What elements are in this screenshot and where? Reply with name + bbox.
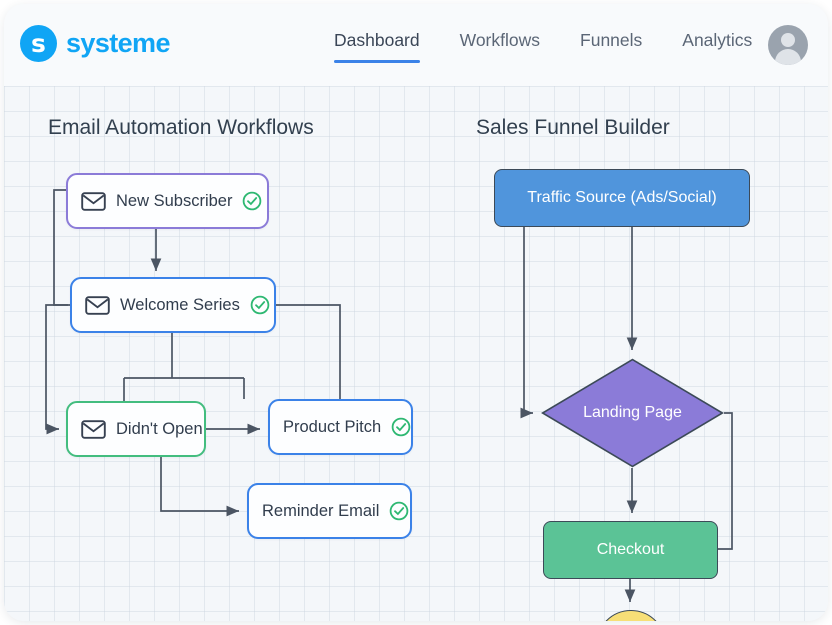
node-product-pitch[interactable]: Product Pitch <box>268 399 413 455</box>
avatar[interactable] <box>768 25 808 65</box>
mail-icon <box>81 191 106 211</box>
diagram-canvas[interactable]: Email Automation Workflows Sales Funnel … <box>4 86 828 621</box>
node-reminder-email[interactable]: Reminder Email <box>247 483 412 539</box>
main-navigation: Dashboard Workflows Funnels Analytics <box>334 30 752 63</box>
node-label: Traffic Source (Ads/Social) <box>527 189 717 206</box>
panel-title-funnel: Sales Funnel Builder <box>476 116 670 139</box>
edge-welcome-to-product-pitch <box>276 304 341 399</box>
node-label: Didn't Open <box>116 419 203 438</box>
node-checkout[interactable]: Checkout <box>543 521 718 579</box>
node-new-subscriber[interactable]: New Subscriber <box>66 173 269 229</box>
node-landing-page[interactable]: Landing Page <box>541 358 724 468</box>
check-circle-icon <box>391 417 411 437</box>
panel-title-workflows: Email Automation Workflows <box>48 116 314 139</box>
node-label: Reminder Email <box>262 501 380 520</box>
node-label: Checkout <box>596 541 665 558</box>
edge-landing-to-checkout-right <box>716 412 733 550</box>
tab-dashboard[interactable]: Dashboard <box>334 30 420 63</box>
app-window: s systeme Dashboard Workflows Funnels An… <box>4 4 828 621</box>
systeme-logo-icon: s <box>20 25 57 62</box>
check-circle-icon <box>390 501 409 521</box>
edge-didnt-open-to-reminder-email <box>160 457 239 517</box>
diamond-shape <box>541 358 724 468</box>
avatar-body-shape <box>775 49 801 65</box>
brand-logo[interactable]: s systeme <box>20 25 170 62</box>
check-circle-icon <box>243 191 262 211</box>
avatar-head-shape <box>781 33 795 47</box>
node-didnt-open[interactable]: Didn't Open <box>66 401 206 457</box>
edge-traffic-to-landing-left <box>520 225 533 419</box>
node-label: Product Pitch <box>283 417 382 436</box>
node-label: New Subscriber <box>116 191 233 210</box>
node-traffic-source[interactable]: Traffic Source (Ads/Social) <box>494 169 750 227</box>
tab-workflows[interactable]: Workflows <box>459 30 541 50</box>
mail-icon <box>81 419 106 439</box>
mail-icon <box>85 295 110 315</box>
edge-welcome-to-didnt-open-left <box>45 304 70 435</box>
tab-funnels[interactable]: Funnels <box>580 30 643 50</box>
tab-analytics[interactable]: Analytics <box>682 30 753 50</box>
node-label: Welcome Series <box>120 295 240 314</box>
app-header: s systeme Dashboard Workflows Funnels An… <box>4 4 828 86</box>
node-label: Landing Page <box>583 404 682 421</box>
node-welcome-series[interactable]: Welcome Series <box>70 277 276 333</box>
connector-layer <box>45 189 733 602</box>
brand-name: systeme <box>66 28 170 58</box>
check-circle-icon <box>250 295 270 315</box>
